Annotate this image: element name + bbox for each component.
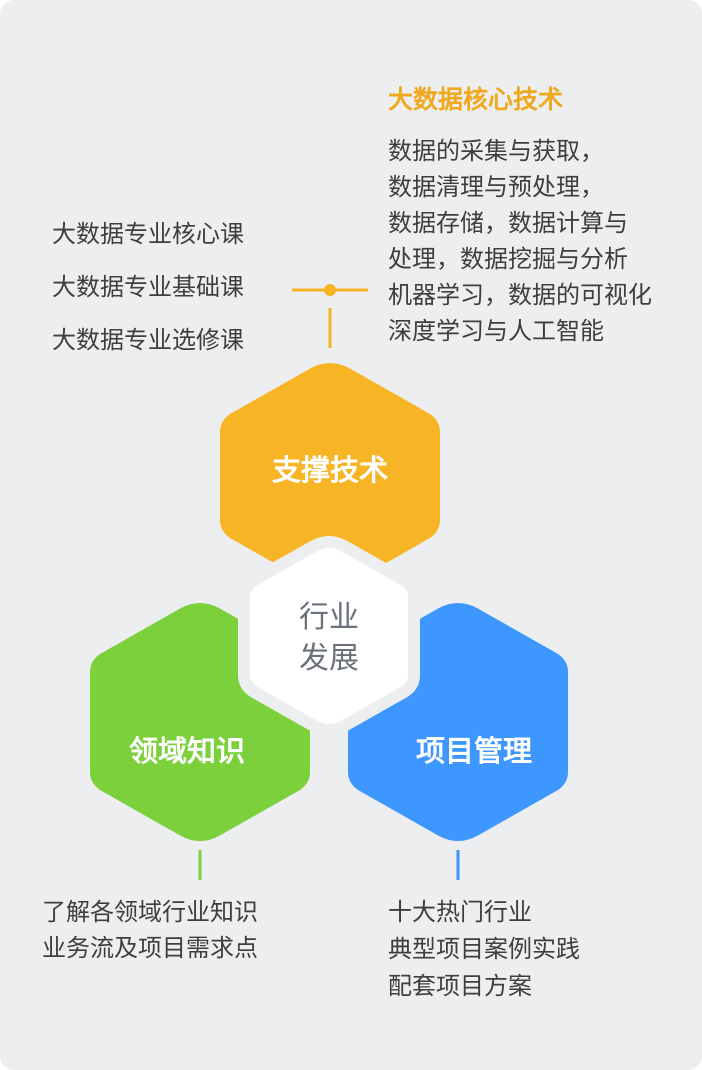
center-hexagon	[238, 536, 420, 736]
core-tech-item: 机器学习，数据的可视化	[388, 281, 652, 309]
support-hexagon	[220, 363, 440, 589]
center-hexagon-label-line1: 行业	[299, 600, 359, 635]
course-item: 大数据专业选修课	[52, 326, 244, 354]
center-hexagon-label-line2: 发展	[299, 641, 359, 676]
domain-hexagon-label: 领域知识	[129, 734, 245, 768]
project-management-item: 配套项目方案	[388, 972, 532, 1000]
core-tech-item: 数据清理与预处理，	[388, 173, 604, 201]
core-tech-item: 数据的采集与获取，	[388, 137, 604, 165]
project-management-item: 十大热门行业	[388, 898, 532, 926]
support-hexagon-label: 支撑技术	[272, 453, 388, 487]
domain-knowledge-list: 了解各领域行业知识 业务流及项目需求点	[42, 894, 258, 966]
core-tech-item: 数据存储，数据计算与	[388, 209, 628, 237]
course-list: 大数据专业核心课 大数据专业基础课 大数据专业选修课	[52, 208, 244, 367]
project-management-item: 典型项目案例实践	[388, 935, 580, 963]
core-tech-list: 数据的采集与获取， 数据清理与预处理， 数据存储，数据计算与 处理，数据挖掘与分…	[388, 133, 652, 349]
project-hexagon-label: 项目管理	[416, 734, 532, 768]
course-item: 大数据专业基础课	[52, 273, 244, 301]
domain-knowledge-item: 业务流及项目需求点	[42, 934, 258, 962]
support-connector-dot	[324, 284, 336, 296]
course-item: 大数据专业核心课	[52, 220, 244, 248]
core-tech-title: 大数据核心技术	[388, 85, 564, 114]
core-tech-item: 深度学习与人工智能	[388, 317, 604, 345]
project-management-list: 十大热门行业 典型项目案例实践 配套项目方案	[388, 894, 580, 1005]
core-tech-item: 处理，数据挖掘与分析	[388, 245, 628, 273]
domain-knowledge-item: 了解各领域行业知识	[42, 898, 258, 926]
